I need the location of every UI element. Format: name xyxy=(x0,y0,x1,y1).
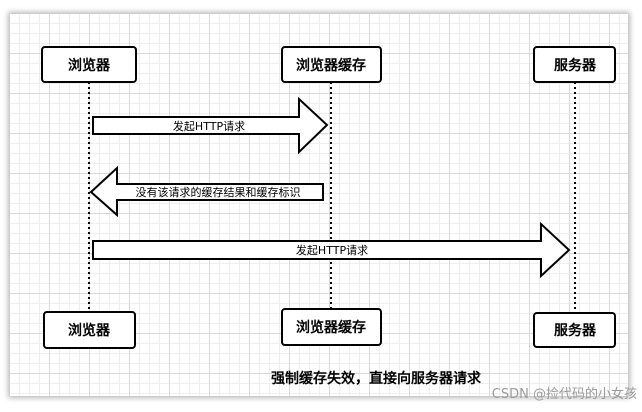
participant-label: 浏览器 xyxy=(68,322,111,339)
message-label: 发起HTTP请求 xyxy=(296,243,368,257)
participant-label: 服务器 xyxy=(554,57,597,74)
participant-box xyxy=(281,308,382,346)
message-label: 没有该请求的缓存结果和缓存标识 xyxy=(136,185,301,199)
participant-label: 浏览器缓存 xyxy=(296,57,366,74)
diagram-caption: 强制缓存失效，直接向服务器请求 xyxy=(271,370,482,387)
participant-label: 浏览器缓存 xyxy=(296,319,366,336)
participant-label: 浏览器 xyxy=(68,57,111,74)
participant-label: 服务器 xyxy=(554,322,597,339)
message-no-cache-result: 没有该请求的缓存结果和缓存标识 xyxy=(89,165,324,218)
participant-browser-bottom: 浏览器 xyxy=(43,311,136,349)
participant-box xyxy=(41,46,137,83)
participant-cache-top: 浏览器缓存 xyxy=(281,46,382,83)
watermark: CSDN @捡代码的小女孩 xyxy=(492,386,637,402)
participant-browser-top: 浏览器 xyxy=(41,46,137,83)
message-label: 发起HTTP请求 xyxy=(173,119,245,133)
participant-box xyxy=(533,46,616,83)
message-request-to-cache: 发起HTTP请求 xyxy=(92,96,329,155)
message-request-to-server: 发起HTTP请求 xyxy=(92,221,571,279)
participant-server-bottom: 服务器 xyxy=(533,312,616,348)
participant-cache-bottom: 浏览器缓存 xyxy=(281,308,382,346)
block-arrow xyxy=(89,165,324,218)
participant-box xyxy=(43,311,136,349)
participant-box xyxy=(533,312,616,348)
block-arrow xyxy=(92,221,571,279)
block-arrow xyxy=(92,96,329,155)
participant-server-top: 服务器 xyxy=(533,46,616,83)
participant-box xyxy=(281,46,382,83)
